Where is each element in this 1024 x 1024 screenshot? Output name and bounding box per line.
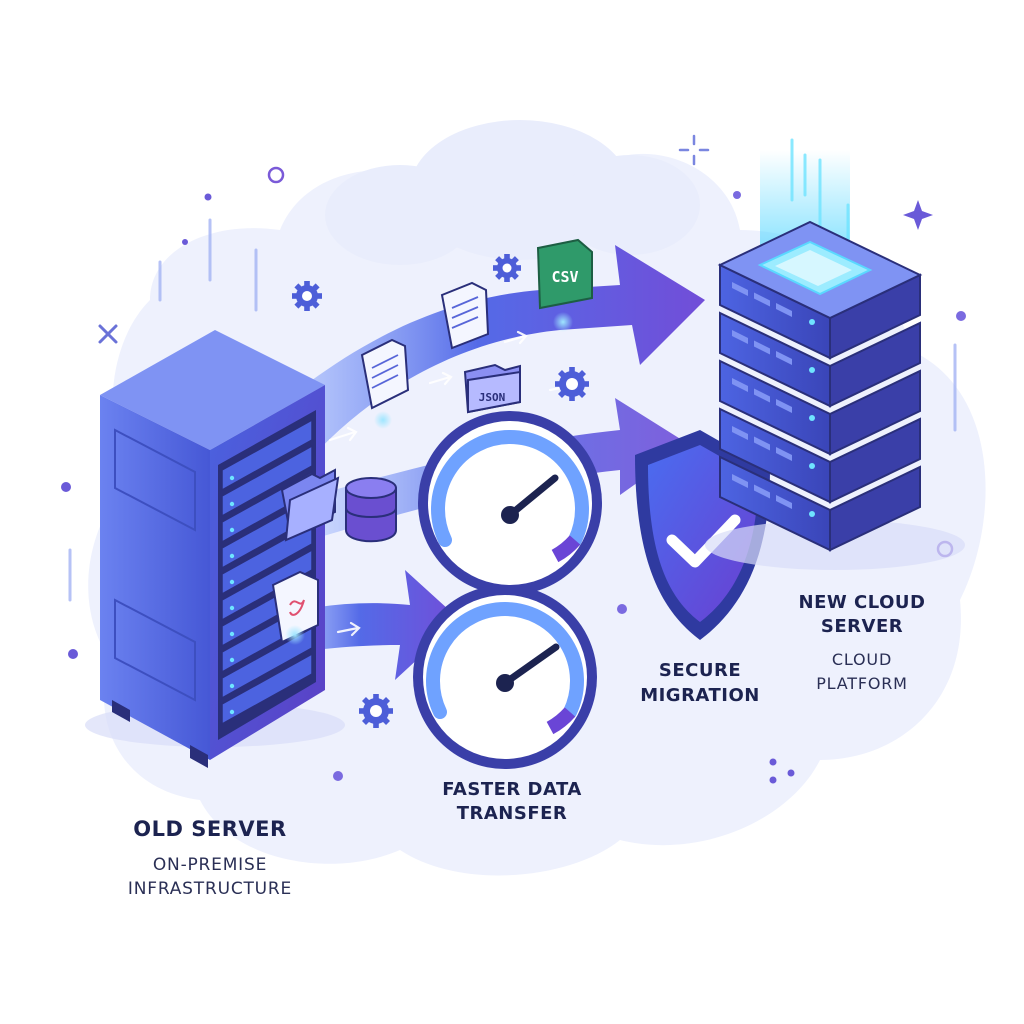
gear-icon bbox=[359, 694, 393, 728]
server-unit bbox=[719, 407, 921, 504]
speedometer-icon bbox=[418, 411, 602, 595]
security-title-line1: SECURE bbox=[658, 660, 742, 681]
document-icon bbox=[360, 338, 410, 410]
folder-icon bbox=[280, 468, 340, 542]
pdf-file-icon bbox=[271, 570, 319, 644]
csv-file-icon: CSV bbox=[536, 238, 593, 310]
database-icon bbox=[345, 477, 397, 543]
server-unit bbox=[719, 311, 921, 408]
gear-icon bbox=[493, 254, 521, 282]
new-server-title-line1: NEW CLOUD bbox=[798, 592, 926, 613]
transfer-title-line2: TRANSFER bbox=[456, 803, 568, 824]
gear-icon bbox=[555, 367, 589, 401]
old-server-subtitle-line2: INFRASTRUCTURE bbox=[127, 879, 293, 899]
transfer-title-line1: FASTER DATA bbox=[442, 779, 582, 800]
cloud-server-stack-icon bbox=[705, 138, 965, 570]
close-x-icon bbox=[98, 324, 118, 344]
server-unit bbox=[719, 455, 921, 552]
server-unit bbox=[719, 359, 921, 456]
server-unit bbox=[719, 263, 921, 360]
gear-icon bbox=[292, 281, 322, 311]
new-server-title-line2: SERVER bbox=[820, 616, 904, 637]
security-title-line2: MIGRATION bbox=[640, 685, 760, 706]
json-folder-icon: JSON bbox=[463, 363, 521, 414]
old-server-subtitle-line1: ON-PREMISE bbox=[152, 855, 268, 875]
document-icon-2 bbox=[440, 281, 490, 350]
old-server-rack-icon bbox=[85, 330, 345, 768]
old-server-title: OLD SERVER bbox=[133, 817, 287, 841]
new-server-subtitle-line2: PLATFORM bbox=[816, 674, 908, 693]
lower-arrow bbox=[260, 570, 460, 680]
upper-arrow bbox=[250, 245, 705, 470]
csv-label: CSV bbox=[551, 268, 578, 286]
plus-sparkle-icon bbox=[678, 134, 710, 166]
sparkle-icon bbox=[903, 200, 933, 230]
json-label: JSON bbox=[479, 391, 506, 404]
speedometer-icon-2 bbox=[413, 585, 597, 769]
new-server-subtitle-line1: CLOUD bbox=[831, 650, 893, 669]
